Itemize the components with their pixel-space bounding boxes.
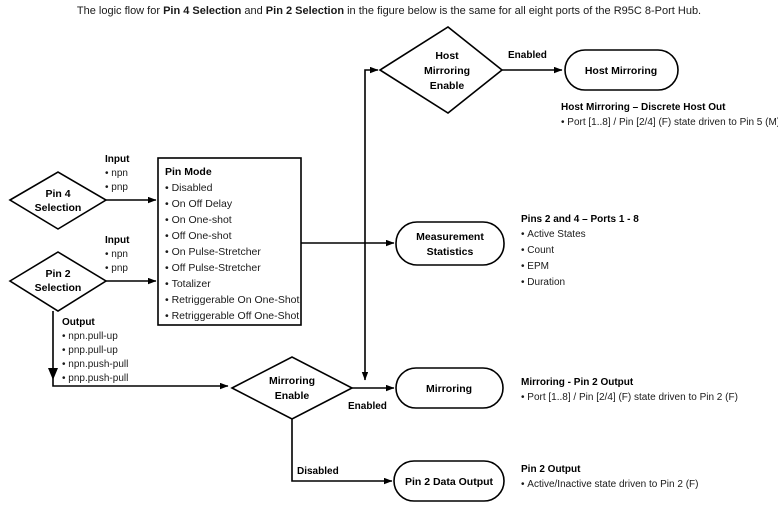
annotation-input-pin4: Input • npn • pnp: [105, 154, 130, 193]
pin-mode-item: • Off Pulse-Stretcher: [165, 262, 261, 274]
caption-text-2: and: [241, 5, 266, 17]
host-mirroring-label: Host Mirroring: [585, 65, 657, 77]
mirroring-rect[interactable]: [395, 367, 504, 409]
pin4-selection-diamond[interactable]: [8, 171, 108, 230]
pin2-selection-diamond[interactable]: [8, 251, 108, 312]
caption-bold-pin2: Pin 2 Selection: [265, 5, 345, 17]
input-pin4-title: Input: [105, 154, 130, 165]
measurement-note-item: • Count: [521, 245, 554, 256]
connector-pin2-output-to-mirroring-enable: [52, 311, 229, 390]
caption-text-1: The logic flow for: [76, 5, 164, 17]
pin2-selection-label-line2: Selection: [35, 282, 82, 294]
output-pin2-item: • pnp.pull-up: [62, 345, 118, 356]
annotation-output-pin2: Output • npn.pull-up • pnp.pull-up • npn…: [62, 317, 128, 384]
caption-text-3: in the figure below is the same for all …: [344, 5, 702, 17]
output-pin2-item: • npn.push-pull: [62, 359, 128, 370]
pin2-output-note-item: • Active/Inactive state driven to Pin 2 …: [521, 479, 698, 490]
node-mirroring-enable[interactable]: Mirroring Enable: [230, 356, 354, 420]
input-pin2-item: • npn: [105, 249, 128, 260]
mirroring-enable-label-line2: Enable: [275, 390, 310, 402]
host-mirroring-enable-label-line1: Host: [435, 50, 459, 62]
node-pin-mode-box[interactable]: Pin Mode • Disabled • On Off Delay • On …: [157, 157, 302, 326]
annotation-mirroring-note: Mirroring - Pin 2 Output • Port [1..8] /…: [521, 377, 738, 403]
node-host-mirroring-enable[interactable]: Host Mirroring Enable: [378, 26, 504, 114]
annotation-measurement-note: Pins 2 and 4 – Ports 1 - 8 • Active Stat…: [521, 214, 639, 288]
pin-mode-item: • On Pulse-Stretcher: [165, 246, 261, 258]
mirroring-enable-label-line1: Mirroring: [269, 375, 315, 387]
host-mirroring-rect[interactable]: [564, 49, 679, 91]
caption-bold-pin4: Pin 4 Selection: [163, 5, 242, 17]
mirroring-note-item: • Port [1..8] / Pin [2/4] (F) state driv…: [521, 392, 738, 403]
edge-label-mirroring-enabled: Enabled: [348, 401, 387, 412]
pin-mode-box-rect[interactable]: [157, 157, 302, 326]
measurement-statistics-label-line1: Measurement: [416, 231, 484, 243]
input-pin2-title: Input: [105, 235, 130, 246]
pin-mode-item: • Off One-shot: [165, 230, 232, 242]
output-pin2-item: • pnp.push-pull: [62, 373, 128, 384]
node-measurement-statistics[interactable]: Measurement Statistics: [395, 221, 505, 266]
arrowhead-down-pin2-output: [48, 368, 58, 380]
pin-mode-item: • Disabled: [165, 182, 213, 194]
host-mirroring-enable-label-line2: Mirroring: [424, 65, 470, 77]
pin2-data-output-rect[interactable]: [393, 460, 505, 502]
input-pin4-item: • pnp: [105, 182, 128, 193]
pin2-output-note-title: Pin 2 Output: [521, 464, 581, 475]
host-mirroring-note-item: • Port [1..8] / Pin [2/4] (F) state driv…: [561, 117, 778, 128]
pin-mode-item: • On Off Delay: [165, 198, 233, 210]
measurement-note-item: • Active States: [521, 229, 586, 240]
measurement-note-item: • EPM: [521, 261, 549, 272]
pin-mode-title: Pin Mode: [165, 166, 212, 178]
measurement-statistics-rect[interactable]: [395, 221, 505, 266]
pin2-data-output-label: Pin 2 Data Output: [405, 476, 494, 488]
pin-mode-item: • Retriggerable On One-Shot: [165, 294, 299, 306]
pin-mode-item: • Retriggerable Off One-Shot: [165, 310, 299, 322]
connector-spine-top-to-host-mirroring-enable: [364, 66, 379, 243]
node-host-mirroring[interactable]: Host Mirroring: [564, 49, 679, 91]
annotation-host-mirroring-note: Host Mirroring – Discrete Host Out • Por…: [561, 102, 778, 128]
output-pin2-title: Output: [62, 317, 95, 328]
edge-label-mirroring-disabled: Disabled: [297, 466, 339, 477]
node-pin2-selection[interactable]: Pin 2 Selection: [8, 251, 108, 312]
pin4-selection-label-line1: Pin 4: [45, 188, 70, 200]
mirroring-label: Mirroring: [426, 383, 472, 395]
page-caption: The logic flow for Pin 4 Selection and P…: [0, 0, 778, 18]
input-pin2-item: • pnp: [105, 263, 128, 274]
output-pin2-item: • npn.pull-up: [62, 331, 118, 342]
measurement-note-item: • Duration: [521, 277, 565, 288]
measurement-note-title: Pins 2 and 4 – Ports 1 - 8: [521, 214, 639, 225]
node-pin2-data-output[interactable]: Pin 2 Data Output: [393, 460, 505, 502]
host-mirroring-enable-diamond[interactable]: [378, 26, 504, 114]
host-mirroring-enable-label-line3: Enable: [430, 80, 465, 92]
host-mirroring-note-title: Host Mirroring – Discrete Host Out: [561, 102, 726, 113]
node-pin4-selection[interactable]: Pin 4 Selection: [8, 171, 108, 230]
mirroring-enable-diamond[interactable]: [230, 356, 354, 420]
pin4-selection-label-line2: Selection: [35, 202, 82, 214]
mirroring-note-title: Mirroring - Pin 2 Output: [521, 377, 634, 388]
measurement-statistics-label-line2: Statistics: [427, 246, 474, 258]
connector-mirroring-enable-to-pin2-data-output: [291, 419, 393, 485]
edge-label-host-enabled: Enabled: [508, 50, 547, 61]
pin-mode-item: • Totalizer: [165, 278, 211, 290]
pin-mode-item: • On One-shot: [165, 214, 232, 226]
input-pin4-item: • npn: [105, 168, 128, 179]
annotation-pin2-output-note: Pin 2 Output • Active/Inactive state dri…: [521, 464, 698, 490]
node-mirroring[interactable]: Mirroring: [395, 367, 504, 409]
pin2-selection-label-line1: Pin 2: [45, 268, 70, 280]
annotation-input-pin2: Input • npn • pnp: [105, 235, 130, 274]
